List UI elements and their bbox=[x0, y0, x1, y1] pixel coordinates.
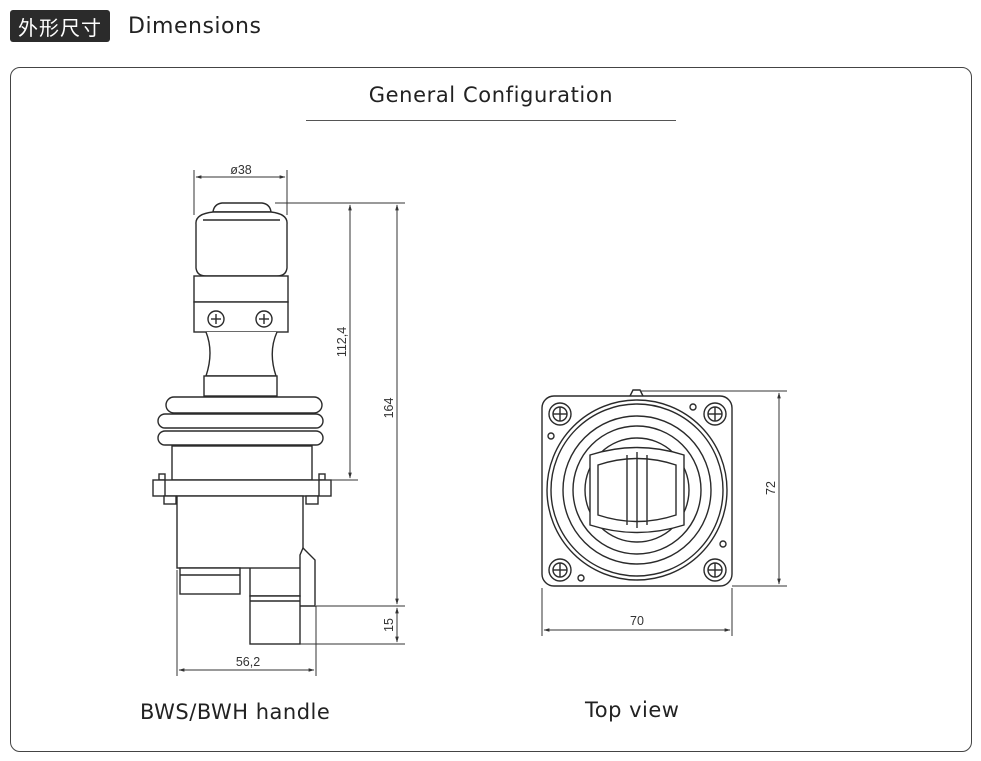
connector-left bbox=[179, 567, 241, 595]
section-title: General Configuration bbox=[368, 83, 614, 107]
lower-housing bbox=[176, 495, 304, 569]
handle-caption: BWS/BWH handle bbox=[140, 700, 331, 724]
dim-height-total: 164 bbox=[382, 398, 396, 419]
section-title-underline bbox=[306, 120, 676, 121]
grip-head bbox=[195, 211, 288, 277]
mounting-flange bbox=[152, 479, 332, 497]
dimensions-title: Dimensions bbox=[128, 10, 261, 42]
dim-diameter: ø38 bbox=[230, 163, 252, 177]
dim-top-width: 70 bbox=[630, 614, 644, 628]
corner-screw-br bbox=[703, 558, 727, 582]
tag-cn-label: 外形尺寸 bbox=[18, 15, 102, 40]
top-view-dimensions bbox=[541, 390, 787, 636]
dim-height-upper: 112,4 bbox=[335, 327, 349, 357]
corner-screw-bl bbox=[548, 558, 572, 582]
upper-body bbox=[171, 445, 313, 481]
handle-side-view bbox=[152, 202, 332, 645]
dim-bottom: 15 bbox=[382, 618, 396, 632]
dim-top-height: 72 bbox=[764, 481, 778, 495]
grip-waist bbox=[205, 331, 278, 377]
drawing-frame bbox=[10, 67, 972, 752]
corner-screw-tr bbox=[703, 402, 727, 426]
top-view-drawing bbox=[541, 389, 733, 587]
corner-screw-tl bbox=[548, 402, 572, 426]
connector-right bbox=[249, 595, 301, 645]
screw-left bbox=[207, 310, 225, 328]
handle-dimensions bbox=[176, 170, 405, 676]
dimensions-tag-cn: 外形尺寸 bbox=[10, 10, 110, 42]
bellows-ring-2 bbox=[157, 413, 324, 429]
dim-width: 56,2 bbox=[236, 655, 260, 669]
screw-right bbox=[255, 310, 273, 328]
tag-en-label: Dimensions bbox=[128, 13, 262, 39]
bellows-ring-3 bbox=[157, 430, 324, 446]
bellows-ring-1 bbox=[165, 396, 323, 414]
top-view-caption: Top view bbox=[585, 698, 680, 722]
grip-cap bbox=[212, 202, 272, 213]
